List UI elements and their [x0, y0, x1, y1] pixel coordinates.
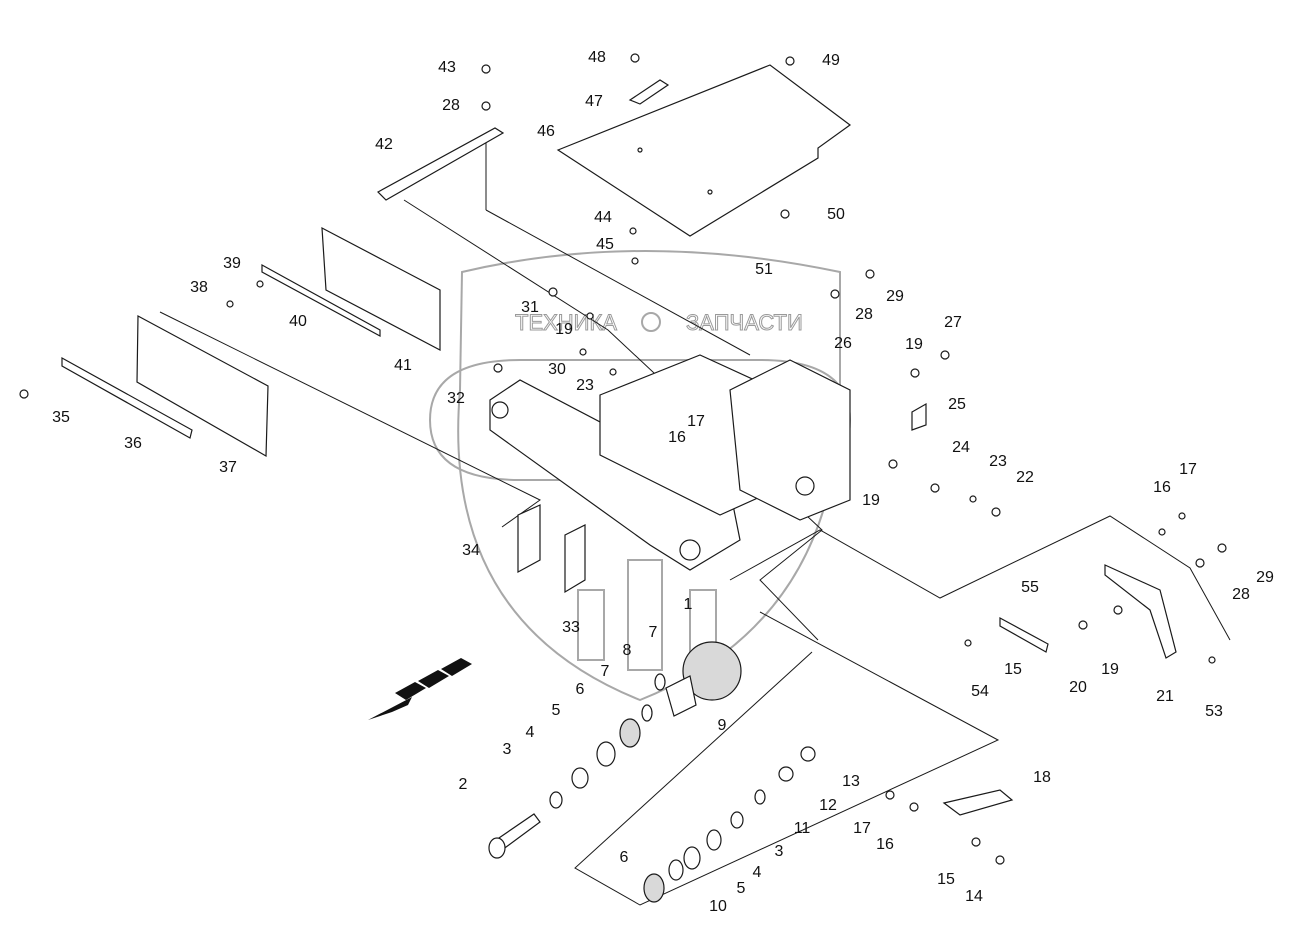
callout-18: 18 — [1033, 769, 1051, 786]
callout-41: 41 — [394, 357, 412, 374]
callout-5: 5 — [552, 702, 561, 719]
callout-9: 9 — [718, 717, 727, 734]
callout-55: 55 — [1021, 579, 1039, 596]
watermark-logo-column-left — [577, 589, 605, 661]
small-fasteners — [19, 53, 1088, 865]
callout-27: 27 — [944, 314, 962, 331]
callout-17: 17 — [853, 820, 871, 837]
callout-6: 6 — [620, 849, 629, 866]
guard-33 — [564, 524, 586, 594]
callout-23: 23 — [576, 377, 594, 394]
callout-16: 16 — [876, 836, 894, 853]
side-plate-37 — [136, 315, 269, 458]
cover-hole — [707, 189, 713, 195]
callout-28: 28 — [1232, 586, 1250, 603]
callout-28: 28 — [855, 306, 873, 323]
callout-49: 49 — [822, 52, 840, 69]
callout-36: 36 — [124, 435, 142, 452]
callout-5: 5 — [737, 880, 746, 897]
callout-29: 29 — [886, 288, 904, 305]
hub-assembly — [488, 641, 816, 903]
callout-2: 2 — [459, 776, 468, 793]
callout-3: 3 — [503, 741, 512, 758]
callout-45: 45 — [596, 236, 614, 253]
watermark: ТЕХНИКА ЗАПЧАСТИ — [428, 250, 852, 702]
side-plate-41 — [321, 226, 441, 351]
guard-34 — [517, 504, 541, 574]
callout-46: 46 — [537, 123, 555, 140]
callout-51: 51 — [755, 261, 773, 278]
callout-19: 19 — [555, 321, 573, 338]
callout-16: 16 — [668, 429, 686, 446]
callout-39: 39 — [223, 255, 241, 272]
callout-4: 4 — [526, 724, 535, 741]
callout-12: 12 — [819, 797, 837, 814]
callout-20: 20 — [1069, 679, 1087, 696]
callout-11: 11 — [794, 820, 811, 837]
callout-10: 10 — [709, 898, 727, 915]
callout-29: 29 — [1256, 569, 1274, 586]
tray-handle — [628, 79, 670, 105]
callout-14: 14 — [965, 888, 983, 905]
callout-48: 48 — [588, 49, 606, 66]
callout-47: 47 — [585, 93, 603, 110]
callout-21: 21 — [1156, 688, 1174, 705]
callout-25: 25 — [948, 396, 966, 413]
callout-28: 28 — [442, 97, 460, 114]
callout-31: 31 — [521, 299, 539, 316]
callout-15: 15 — [937, 871, 955, 888]
main-frame — [489, 354, 851, 571]
callout-17: 17 — [1179, 461, 1197, 478]
callout-3: 3 — [775, 843, 784, 860]
watermark-left-text: ТЕХНИКА — [515, 310, 617, 335]
callout-32: 32 — [447, 390, 465, 407]
callout-24: 24 — [952, 439, 970, 456]
callout-7: 7 — [649, 624, 658, 641]
callout-33: 33 — [562, 619, 580, 636]
tray-cover-panel — [556, 64, 852, 237]
cover-hole — [637, 147, 643, 153]
callout-42: 42 — [375, 136, 393, 153]
callout-53: 53 — [1205, 703, 1223, 720]
mount-strip-36 — [61, 356, 193, 439]
callout-50: 50 — [827, 206, 845, 223]
watermark-logo-column — [627, 559, 663, 671]
callout-17: 17 — [687, 413, 705, 430]
callout-44: 44 — [594, 209, 612, 226]
callout-7: 7 — [601, 663, 610, 680]
callout-40: 40 — [289, 313, 307, 330]
callout-19: 19 — [1101, 661, 1119, 678]
forward-direction-arrow-icon — [368, 658, 472, 720]
callout-labels: 1234567789111213345106141516171815545520… — [52, 49, 1274, 915]
callout-15: 15 — [1004, 661, 1022, 678]
callout-19: 19 — [905, 336, 923, 353]
right-hardware — [830, 269, 1227, 847]
callout-6: 6 — [576, 681, 585, 698]
callout-19: 19 — [862, 492, 880, 509]
gear-icon — [641, 312, 661, 332]
callout-54: 54 — [971, 683, 989, 700]
callout-4: 4 — [753, 864, 762, 881]
callout-30: 30 — [548, 361, 566, 378]
callout-23: 23 — [989, 453, 1007, 470]
callout-43: 43 — [438, 59, 456, 76]
cover-rail — [377, 127, 505, 201]
callout-37: 37 — [219, 459, 237, 476]
callout-16: 16 — [1153, 479, 1171, 496]
callout-22: 22 — [1016, 469, 1034, 486]
callout-1: 1 — [684, 596, 693, 613]
group-outlines — [159, 140, 1231, 906]
callout-8: 8 — [623, 642, 632, 659]
callout-26: 26 — [834, 335, 852, 352]
callout-35: 35 — [52, 409, 70, 426]
watermark-right-text: ЗАПЧАСТИ — [686, 310, 803, 335]
callout-38: 38 — [190, 279, 208, 296]
callout-34: 34 — [462, 542, 480, 559]
callout-13: 13 — [842, 773, 860, 790]
mount-strip-40 — [261, 263, 381, 338]
